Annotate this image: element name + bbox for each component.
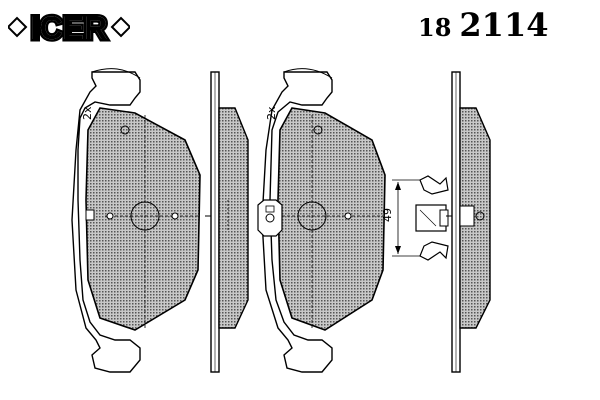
pad-left-side-view xyxy=(205,71,249,373)
sensor-dimension-label: 49 xyxy=(381,208,394,222)
pad-left-quantity: 2x xyxy=(81,106,94,120)
pad-left-front-view xyxy=(71,68,201,373)
logo-wordmark: ICER xyxy=(31,10,107,44)
pad-left-backing-plate xyxy=(71,71,141,373)
pad-right-pin-hole xyxy=(344,212,352,220)
icer-logo: ICER ICER xyxy=(8,10,130,44)
part-series: 18 xyxy=(418,13,452,42)
pad-right-side-view xyxy=(446,71,491,373)
pad-left-friction-material xyxy=(85,107,201,331)
pad-right-quantity: 2x xyxy=(265,106,278,120)
pad-right-backing-plate xyxy=(261,71,333,373)
sensor-dimension xyxy=(392,179,420,257)
svg-text:ICER: ICER xyxy=(31,10,107,44)
wear-sensor-spring xyxy=(415,175,449,261)
pad-left-pin-hole-right xyxy=(171,212,179,220)
pad-left-side-friction xyxy=(218,107,249,329)
part-code: 2114 xyxy=(459,6,549,44)
pad-right-front-view xyxy=(257,68,386,373)
pad-left-pin-hole-left xyxy=(106,212,114,220)
pad-right-friction-material xyxy=(277,107,386,331)
pad-right-wear-sensor-clip xyxy=(257,199,283,237)
pad-right-side-friction xyxy=(459,107,491,329)
